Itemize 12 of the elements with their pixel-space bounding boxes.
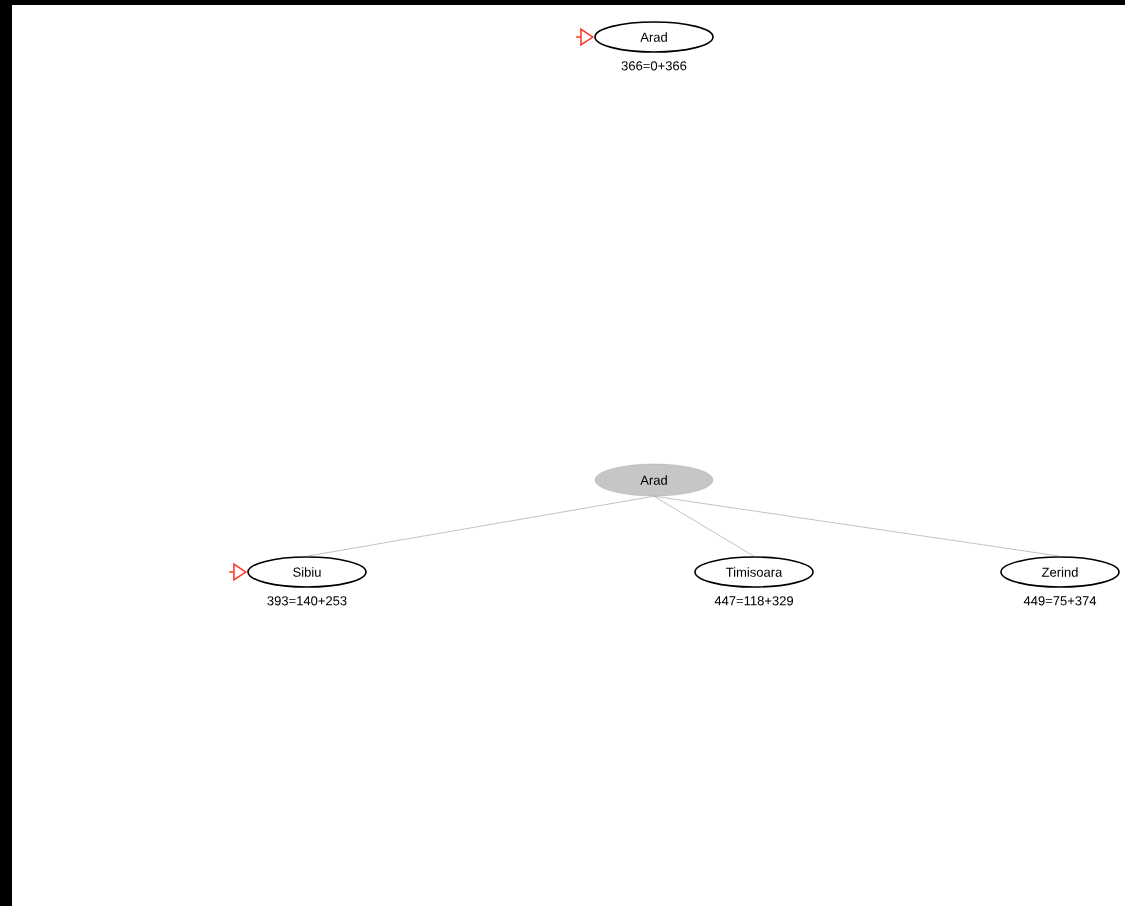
ellipse-node: Arad	[594, 21, 714, 53]
tree-edge	[306, 495, 655, 557]
cost-label: 447=118+329	[714, 596, 794, 606]
ellipse-node: Sibiu	[247, 556, 367, 588]
cost-label: 366=0+366	[621, 61, 687, 71]
ellipse-node: Timisoara	[694, 556, 814, 588]
tree-edge	[653, 495, 1061, 557]
ellipse-node: Arad	[594, 463, 714, 497]
cost-label: 449=75+374	[1023, 596, 1097, 606]
cost-label: 393=140+253	[267, 596, 347, 606]
tree-edge	[653, 495, 755, 557]
ellipse-node: Zerind	[1000, 556, 1120, 588]
